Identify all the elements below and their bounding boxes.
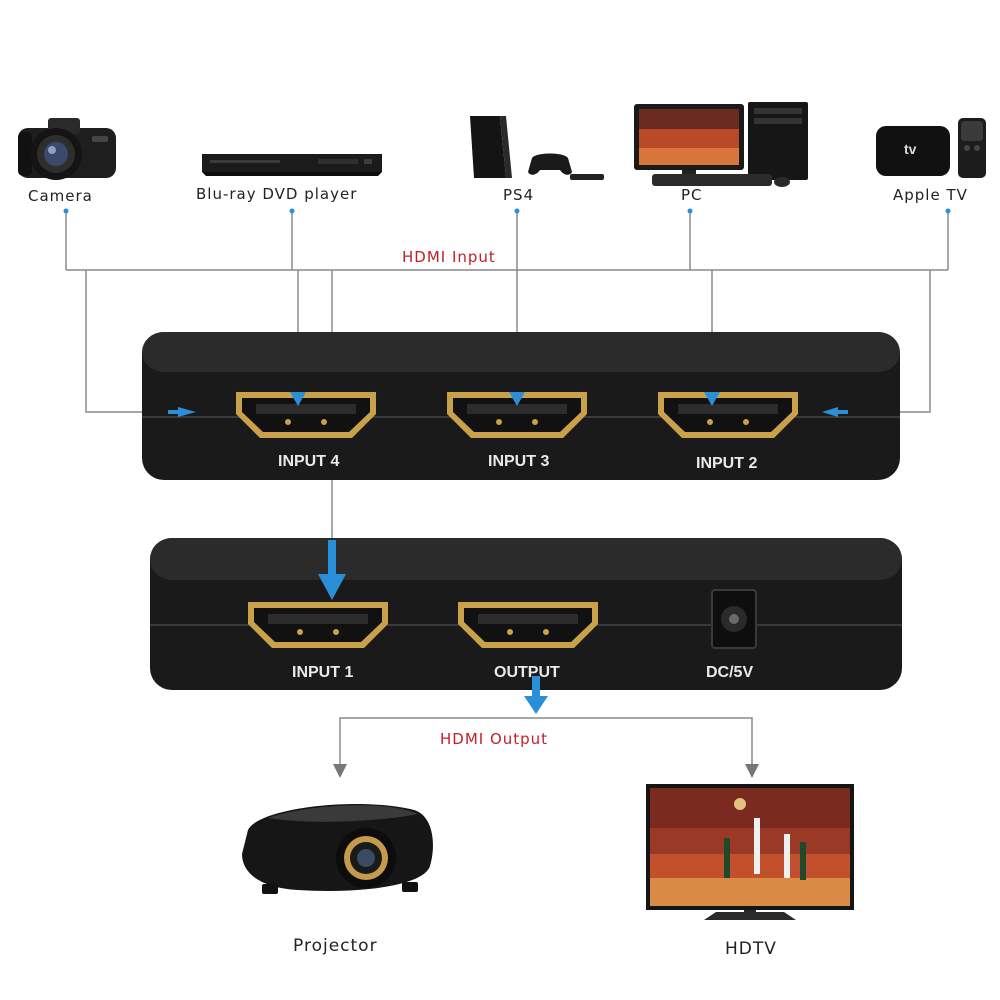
game-console-icon [466,112,606,184]
port-label-input-1: INPUT 1 [292,664,354,681]
port-label-dc-5v: DC/5V [706,664,754,681]
tv-icon [644,782,856,930]
projector-icon [238,790,438,898]
device-label-hdtv: HDTV [725,939,777,959]
apple-tv-logo-text: tv [904,141,917,157]
dc-power-jack [710,588,758,650]
hdmi-port-output [454,598,602,652]
hdmi-port-input-3 [443,388,591,442]
hdmi-port-input-1 [244,598,392,652]
hdmi-input-label: HDMI Input [402,248,496,266]
device-label-apple-tv: Apple TV [893,186,968,204]
device-label-projector: Projector [293,936,378,956]
hdmi-port-input-4 [232,388,380,442]
hdmi-port-input-2 [654,388,802,442]
device-label-bluray: Blu-ray DVD player [196,185,358,203]
device-label-ps4: PS4 [503,186,535,204]
camera-icon [12,112,124,180]
device-label-pc: PC [681,186,703,204]
hdmi-output-label: HDMI Output [440,730,549,748]
bluray-player-icon [198,148,386,180]
device-label-camera: Camera [28,187,93,205]
port-label-input-4: INPUT 4 [278,453,340,470]
port-label-output: OUTPUT [494,664,560,681]
desktop-computer-icon [632,100,812,192]
port-label-input-3: INPUT 3 [488,453,550,470]
apple-tv-icon: tv [874,116,990,180]
port-label-input-2: INPUT 2 [696,455,758,472]
